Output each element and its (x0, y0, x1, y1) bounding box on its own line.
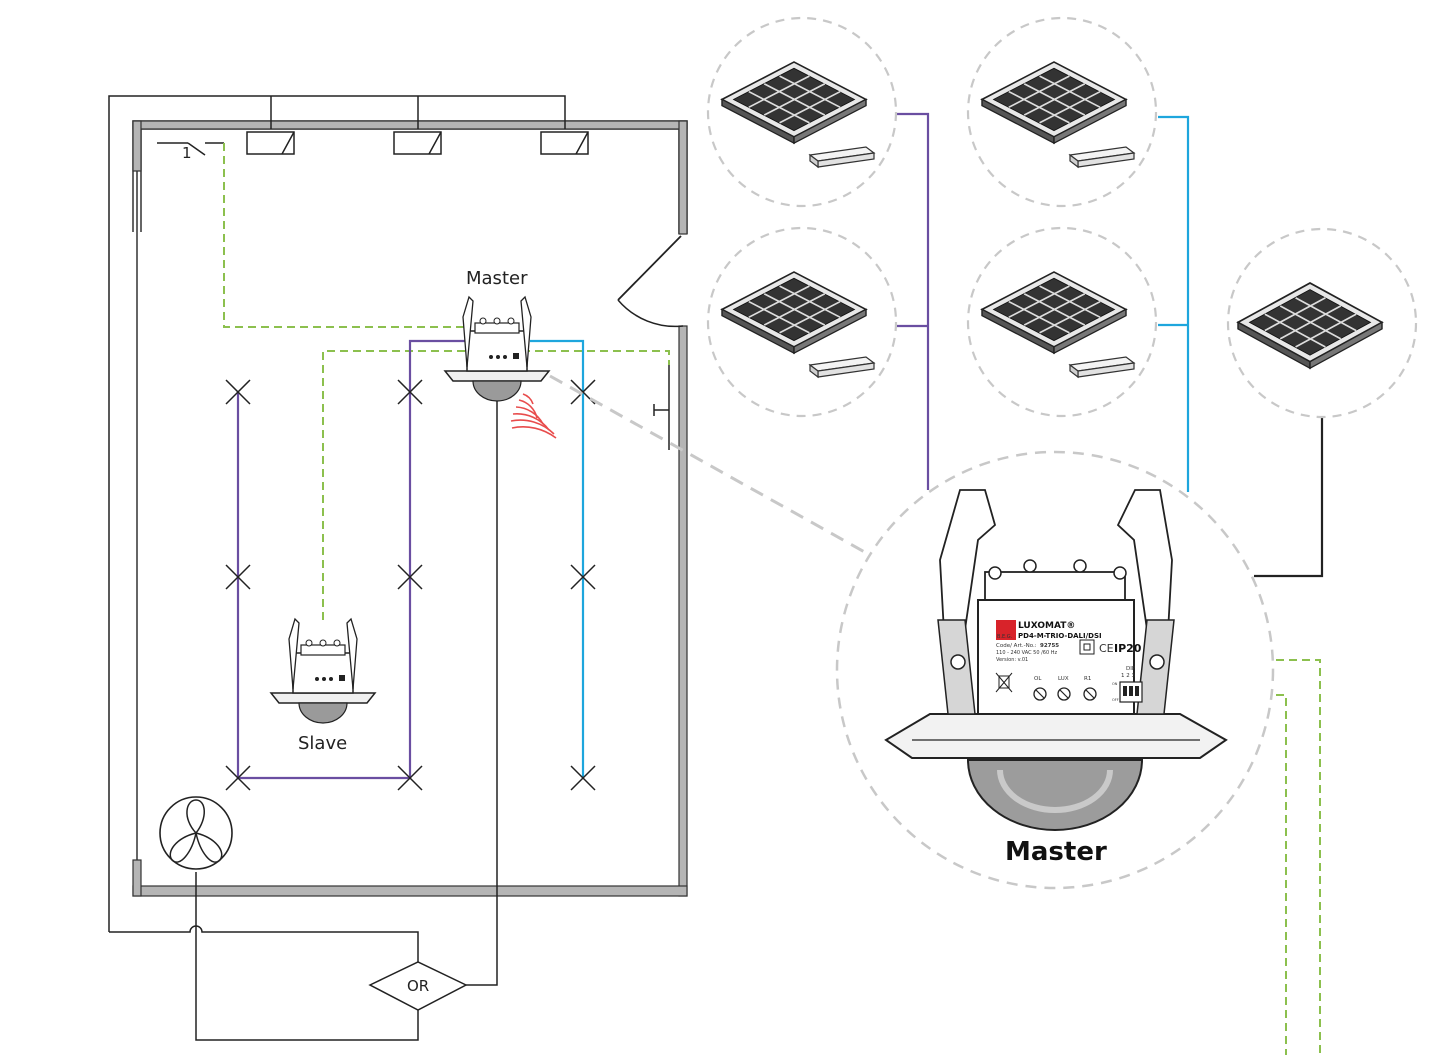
door-leaf (617, 235, 682, 301)
ceiling-fixture-icon (981, 271, 1127, 355)
device-model: PD4-M-TRIO-DALI/DSI (1018, 632, 1102, 640)
weee-icon (995, 672, 1013, 693)
push-button (653, 360, 670, 450)
ceiling-fixture-icon (981, 61, 1127, 145)
beg-logo-icon (996, 620, 1016, 640)
ballast-icon (1069, 356, 1135, 378)
device-version: Version: v.01 (996, 657, 1028, 663)
master-detector-small (444, 296, 550, 402)
dip-label: DIP (1126, 666, 1136, 672)
ballast-icon (1069, 146, 1135, 168)
or-gate: OR (368, 961, 468, 1011)
ceiling-fixture-icon (1237, 282, 1383, 370)
supply-wiring (108, 95, 566, 1041)
fan-icon (159, 796, 233, 870)
ip-rating: IP20 (1114, 642, 1142, 655)
ballast-icon (809, 146, 875, 168)
ballast-icon (809, 356, 875, 378)
pot-label-r1: R1 (1084, 676, 1091, 682)
master-detector-large: B.E.G. LUXOMAT® PD4-M-TRIO-DALI/DSI Code… (884, 489, 1228, 831)
wall-luminaires (246, 131, 589, 155)
fixture-group-a2 (721, 271, 875, 378)
fixture-circles (706, 16, 1418, 419)
wall-switch: 1 (157, 142, 224, 162)
slave-label: Slave (298, 733, 347, 754)
fixture-group-c (1237, 282, 1383, 370)
ce-mark: CE (1099, 642, 1114, 655)
device-brand: LUXOMAT® (1018, 621, 1075, 631)
detection-range-icon (510, 393, 557, 439)
or-gate-label: OR (407, 977, 429, 995)
fixture-group-a1 (721, 61, 875, 168)
dip-off: OFF (1112, 698, 1119, 702)
slave-detector (270, 618, 376, 724)
dip-numbers: 1 2 3 (1121, 673, 1135, 679)
fixture-group-b1 (981, 61, 1135, 168)
pot-label-lux: LUX (1058, 676, 1069, 682)
door-swing (617, 299, 684, 328)
ceiling-fixture-icon (721, 61, 867, 145)
device-code: 92755 (1040, 643, 1059, 649)
master-label: Master (466, 268, 528, 289)
zoom-connector (549, 374, 871, 557)
master-large-label: Master (1005, 837, 1107, 867)
room-walls (132, 120, 688, 897)
blue-circuit (530, 115, 1190, 778)
switch-label: 1 (182, 144, 192, 162)
dip-on: ON (1112, 682, 1118, 686)
ceiling-fixture-icon (721, 271, 867, 355)
double-insulation-icon (1079, 639, 1095, 655)
device-code-label: Code/ Art.-No.: (996, 643, 1037, 649)
device-power: 110 - 240 VAC 50 /60 Hz (996, 650, 1058, 656)
black-circuit (1254, 418, 1324, 578)
beg-logo: B.E.G. (997, 634, 1013, 640)
fixture-group-b2 (981, 271, 1135, 378)
pot-label-ol: OL (1034, 676, 1042, 682)
